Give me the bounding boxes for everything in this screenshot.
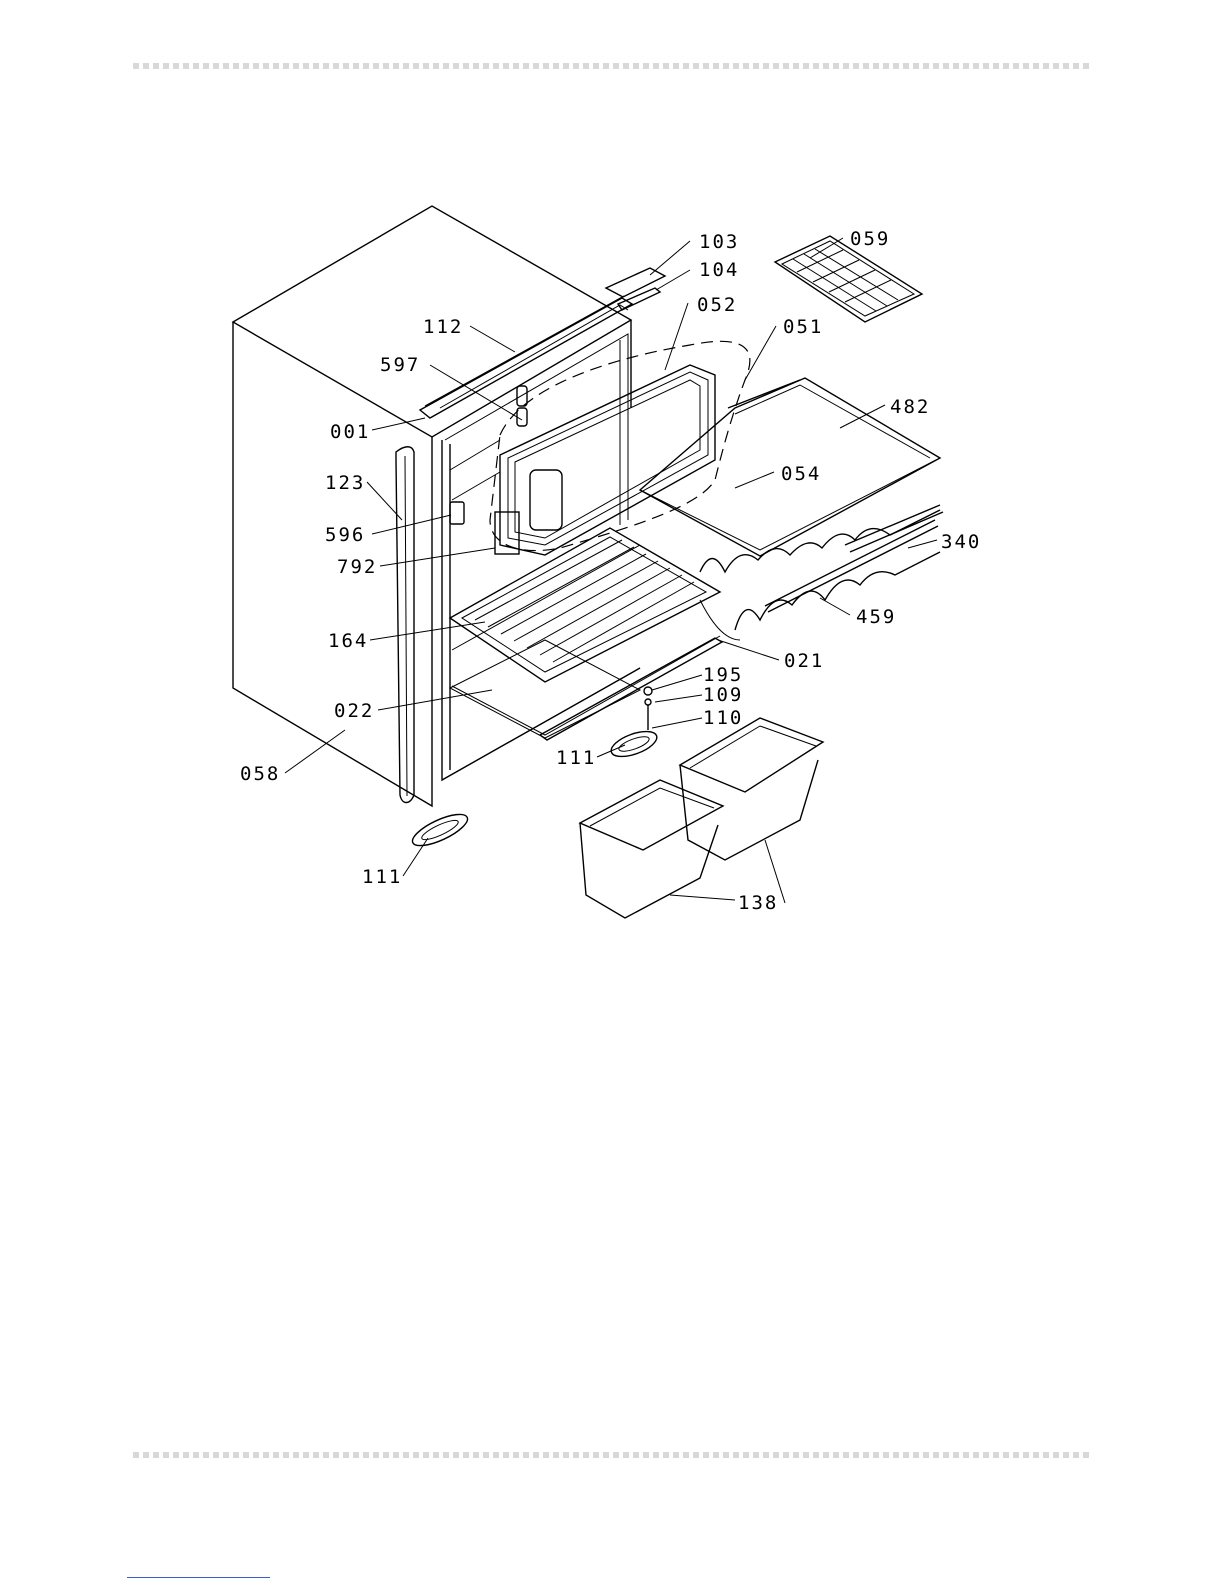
- callout-340: 340: [941, 531, 981, 553]
- crisper-cover: [450, 638, 722, 740]
- callout-058: 058: [240, 763, 280, 785]
- callout-597: 597: [380, 354, 420, 376]
- leader-lines: [285, 238, 937, 903]
- callout-109: 109: [703, 684, 743, 706]
- callout-482: 482: [890, 396, 930, 418]
- callout-104: 104: [699, 259, 739, 281]
- callout-054: 054: [781, 463, 821, 485]
- callout-059: 059: [850, 228, 890, 250]
- callout-123: 123: [325, 472, 365, 494]
- ice-tray: [775, 236, 922, 322]
- callout-103: 103: [699, 231, 739, 253]
- bottom-hinge: [608, 687, 660, 762]
- callout-792: 792: [337, 556, 377, 578]
- door-gasket-strip: [396, 447, 414, 803]
- callout-138: 138: [738, 892, 778, 914]
- callout-021: 021: [784, 650, 824, 672]
- callout-195: 195: [703, 664, 743, 686]
- lower-foot: [409, 808, 472, 851]
- callout-022: 022: [334, 700, 374, 722]
- callout-459: 459: [856, 606, 896, 628]
- rack-rod: [845, 505, 943, 552]
- freezer-door: [495, 365, 715, 555]
- callout-110: 110: [703, 707, 743, 729]
- callout-001: 001: [330, 421, 370, 443]
- callout-051: 051: [783, 316, 823, 338]
- callout-164: 164: [328, 630, 368, 652]
- top-trim: [420, 296, 632, 418]
- callout-112: 112: [423, 316, 463, 338]
- callout-596: 596: [325, 524, 365, 546]
- cabinet-body: [233, 206, 720, 806]
- callout-052: 052: [697, 294, 737, 316]
- callout-111-lower: 111: [362, 866, 402, 888]
- callout-111-upper: 111: [556, 747, 596, 769]
- crisper-drawers: [580, 718, 823, 918]
- thermostat-knob: [606, 268, 665, 310]
